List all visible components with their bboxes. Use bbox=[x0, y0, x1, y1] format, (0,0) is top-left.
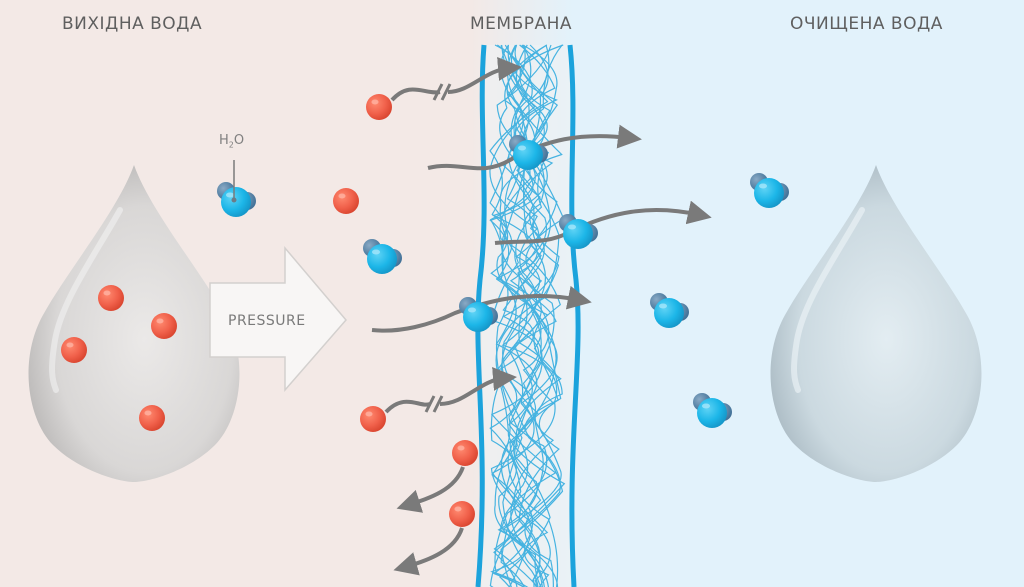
drop-highlight bbox=[791, 207, 865, 393]
source-water-label: ВИХІДНА ВОДА bbox=[62, 14, 203, 34]
contaminant-particle bbox=[98, 285, 124, 311]
permeate-path-arrow bbox=[371, 285, 592, 333]
membrane-fiber bbox=[494, 44, 560, 587]
membrane-fiber bbox=[492, 44, 549, 587]
h2o-label-h: H bbox=[219, 133, 229, 148]
membrane-label: МЕМБРАНА bbox=[470, 14, 573, 34]
h2o-pointer-dot bbox=[231, 197, 237, 203]
contaminant-particle bbox=[366, 94, 392, 120]
h2o-label: H2O bbox=[219, 133, 244, 150]
contaminant-particle bbox=[151, 313, 177, 339]
source-water-drop bbox=[28, 165, 240, 482]
rejected-path-arrow bbox=[396, 466, 465, 513]
membrane-right-wall bbox=[567, 44, 581, 587]
contaminant-particle bbox=[449, 501, 475, 527]
break-mark-icon bbox=[432, 83, 444, 101]
membrane-fiber bbox=[489, 44, 559, 587]
purified-water-label: ОЧИЩЕНА ВОДА bbox=[790, 14, 943, 34]
rejected-path-arrow bbox=[393, 527, 464, 576]
drop-highlight bbox=[49, 207, 123, 393]
membrane-fiber bbox=[491, 44, 564, 587]
contaminant-particle bbox=[333, 188, 359, 214]
h2o-label-subscript: 2 bbox=[228, 140, 234, 150]
permeate-path-arrow bbox=[427, 124, 642, 171]
break-mark-icon bbox=[424, 395, 436, 413]
contaminant-particle bbox=[452, 440, 478, 466]
pressure-arrow bbox=[209, 245, 347, 393]
contaminant-particle bbox=[139, 405, 165, 431]
h2o-label-o: O bbox=[233, 133, 245, 148]
contaminant-particle bbox=[360, 406, 386, 432]
break-mark-icon bbox=[432, 395, 444, 413]
blocked-path-arrow bbox=[384, 378, 505, 414]
break-mark-icon bbox=[440, 83, 452, 101]
membrane-left-wall bbox=[475, 44, 487, 587]
contaminant-particle bbox=[61, 337, 87, 363]
pressure-label: PRESSURE bbox=[228, 313, 306, 329]
purified-water-drop bbox=[770, 165, 982, 482]
